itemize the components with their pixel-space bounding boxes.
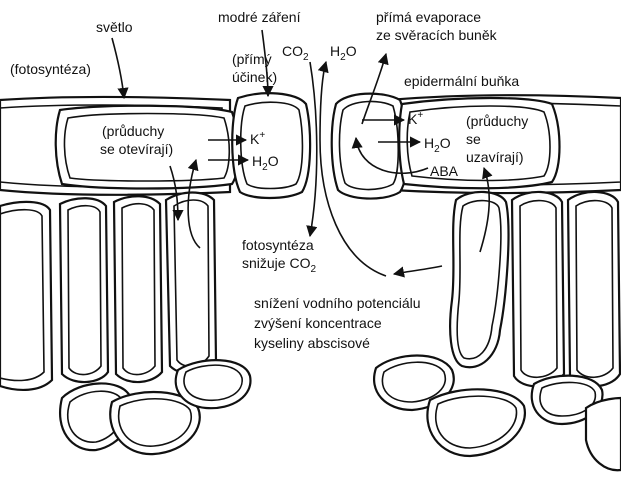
open-label-2: se otevírají) — [100, 141, 173, 157]
left-guard-cell — [232, 93, 310, 198]
signal-left-arrow — [394, 266, 442, 274]
h2o-top-label: H2O — [330, 43, 357, 63]
svg-text:CO2: CO2 — [282, 43, 309, 63]
epidermal-label: epidermální buňka — [404, 73, 519, 89]
light-arrow — [112, 38, 124, 98]
right-mesophyll — [374, 192, 621, 470]
close-label-3: uzavírají) — [466, 149, 524, 165]
photo-reduce-label-2: snižuje CO2 — [242, 255, 316, 275]
direct-label-1: (přímý — [232, 51, 272, 67]
aba-label: ABA — [430, 163, 459, 179]
direct-label-2: účinek) — [232, 69, 277, 85]
co2-top-label: CO2 — [282, 43, 309, 63]
decrease-label-3: kyseliny abscisové — [254, 335, 370, 351]
blue-light-label: modré záření — [218, 9, 301, 25]
left-mesophyll — [0, 193, 250, 455]
evap-label-1: přímá evaporace — [376, 9, 481, 25]
photo-reduce-label-1: fotosyntéza — [242, 237, 314, 253]
open-label-1: (průduchy — [102, 123, 164, 139]
svg-text:H2O: H2O — [330, 43, 357, 63]
right-guard-cell — [332, 94, 408, 199]
photosynthesis-label: (fotosyntéza) — [10, 61, 91, 77]
evap-label-2: ze svěracích buněk — [376, 27, 498, 43]
decrease-label-1: snížení vodního potenciálu — [254, 295, 421, 311]
decrease-label-2: zvýšení koncentrace — [254, 315, 382, 331]
close-label-1: (průduchy — [466, 113, 528, 129]
light-label: světlo — [96, 19, 133, 35]
close-label-2: se — [466, 131, 481, 147]
